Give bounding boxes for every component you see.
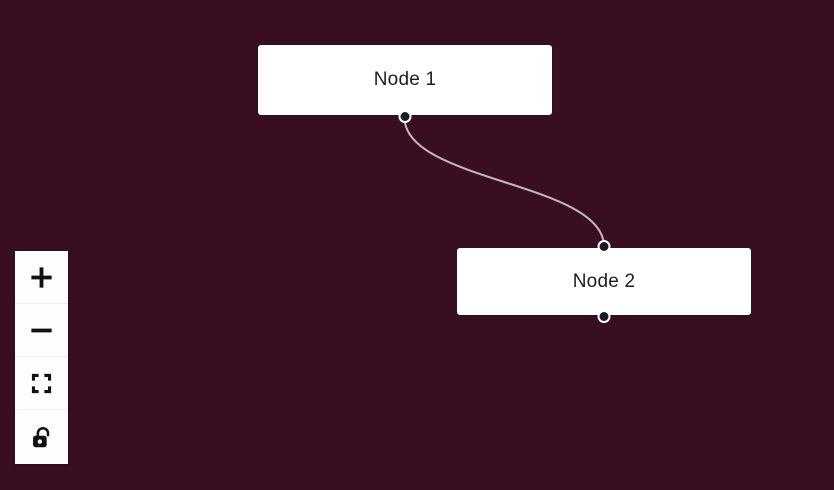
interactivity-button[interactable]: [15, 410, 68, 464]
zoom-in-button[interactable]: [15, 251, 68, 304]
node-2-target-handle[interactable]: [597, 240, 611, 253]
node-1-source-handle[interactable]: [398, 110, 412, 123]
edge-node1-node2[interactable]: [403, 117, 605, 247]
minus-icon: [31, 328, 52, 332]
node-2[interactable]: Node 2: [456, 240, 752, 323]
node-1-label: Node 1: [373, 69, 437, 90]
node-2-label: Node 2: [572, 270, 636, 292]
fit-view-button[interactable]: [15, 357, 68, 410]
fit-view-icon: [31, 373, 52, 393]
unlock-icon: [33, 426, 50, 447]
zoom-out-button[interactable]: [15, 304, 68, 357]
node-1[interactable]: Node 1: [257, 44, 553, 123]
controls-panel: [15, 251, 68, 464]
node-2-source-handle[interactable]: [597, 310, 611, 323]
plus-icon: [31, 266, 52, 288]
